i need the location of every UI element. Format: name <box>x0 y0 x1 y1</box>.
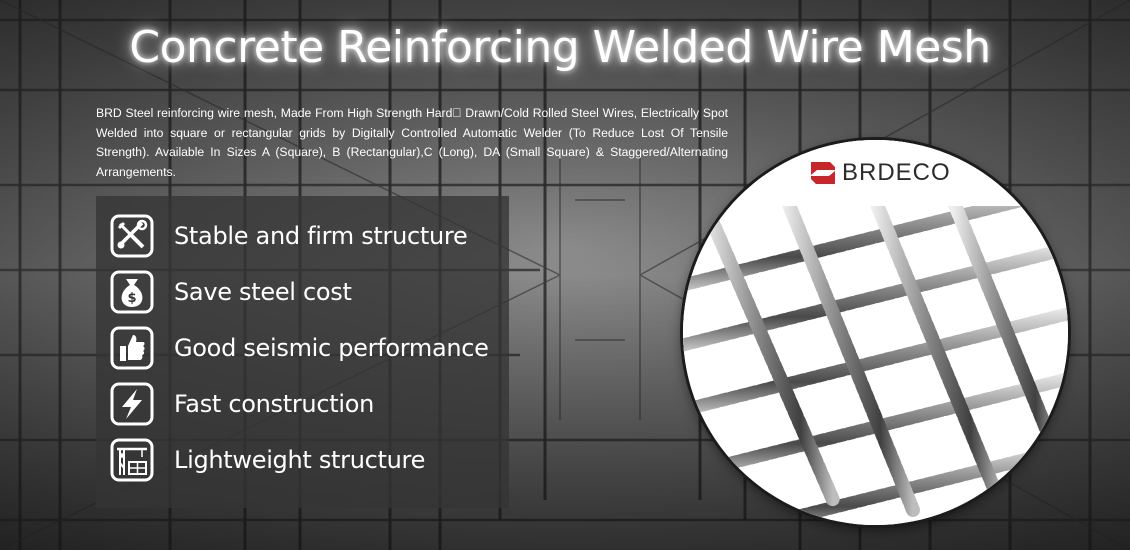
tools-icon <box>110 214 154 258</box>
product-image <box>683 140 1068 525</box>
feature-label: Fast construction <box>174 390 375 418</box>
feature-panel: Stable and firm structure $ Save steel c… <box>96 196 509 508</box>
feature-item-save-cost: $ Save steel cost <box>110 269 352 315</box>
money-bag-icon: $ <box>110 270 154 314</box>
feature-item-lightweight: Lightweight structure <box>110 437 425 483</box>
brand-name: BRDECO <box>842 159 951 186</box>
feature-item-stable: Stable and firm structure <box>110 213 468 259</box>
crane-icon <box>110 438 154 482</box>
brand-mark-icon <box>811 162 835 184</box>
svg-text:$: $ <box>127 291 136 306</box>
feature-label: Good seismic performance <box>174 334 489 362</box>
page-title: Concrete Reinforcing Welded Wire Mesh <box>129 22 991 73</box>
lightning-icon <box>110 382 154 426</box>
product-description: BRD Steel reinforcing wire mesh, Made Fr… <box>96 106 728 179</box>
thumbs-up-icon <box>110 326 154 370</box>
feature-item-seismic: Good seismic performance <box>110 325 489 371</box>
feature-item-fast: Fast construction <box>110 381 374 427</box>
feature-label: Stable and firm structure <box>174 222 468 250</box>
brand-logo: BRDECO <box>808 156 951 190</box>
feature-label: Save steel cost <box>174 278 352 306</box>
feature-label: Lightweight structure <box>174 446 426 474</box>
